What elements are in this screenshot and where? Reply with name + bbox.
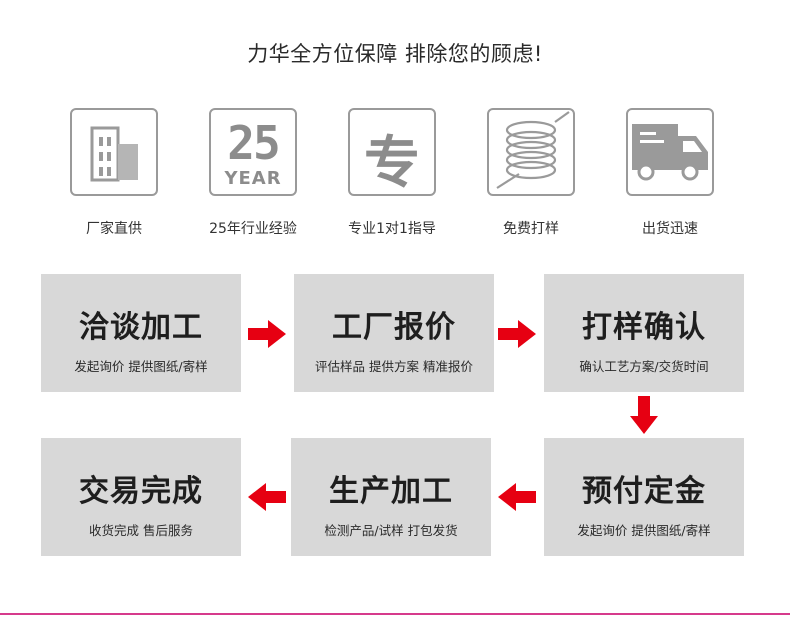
step-title: 洽谈加工: [79, 310, 203, 345]
step-subtitle: 发起询价 提供图纸/寄样: [74, 359, 208, 374]
icon-number: 25: [227, 116, 280, 170]
step-title: 预付定金: [582, 474, 706, 509]
feature-label: 25年行业经验: [209, 221, 297, 237]
step-deposit: 预付定金 发起询价 提供图纸/寄样: [544, 438, 744, 556]
step-production: 生产加工 检测产品/试样 打包发货: [291, 438, 491, 556]
feature-label: 出货迅速: [642, 221, 698, 237]
coil-icon: [487, 108, 575, 196]
feature-free-sample: 免费打样: [466, 108, 596, 238]
step-subtitle: 确认工艺方案/交货时间: [579, 359, 709, 374]
zhuan-icon: 专: [348, 108, 436, 196]
step-complete: 交易完成 收货完成 售后服务: [41, 438, 241, 556]
step-sample-confirm: 打样确认 确认工艺方案/交货时间: [544, 274, 744, 392]
arrow-left-icon: [248, 483, 286, 511]
page-title: 力华全方位保障 排除您的顾虑!: [247, 42, 543, 66]
bottom-accent-line: [0, 613, 790, 615]
building-icon: [70, 108, 158, 196]
icon-text: 专: [364, 131, 420, 196]
25-year-icon: 25 YEAR: [209, 108, 297, 196]
step-title: 工厂报价: [332, 310, 456, 345]
feature-label: 专业1对1指导: [348, 221, 436, 237]
step-subtitle: 收货完成 售后服务: [89, 523, 193, 538]
step-subtitle: 检测产品/试样 打包发货: [324, 523, 458, 538]
feature-one-on-one: 专 专业1对1指导: [327, 108, 457, 238]
feature-fast-delivery: 出货迅速: [605, 108, 735, 238]
arrow-left-icon: [498, 483, 536, 511]
arrow-right-icon: [248, 320, 286, 348]
feature-factory-direct: 厂家直供: [49, 108, 179, 238]
arrow-down-icon: [630, 396, 658, 434]
arrow-right-icon: [498, 320, 536, 348]
step-subtitle: 发起询价 提供图纸/寄样: [577, 523, 711, 538]
truck-icon: [626, 108, 714, 196]
feature-label: 厂家直供: [86, 221, 142, 237]
step-subtitle: 评估样品 提供方案 精准报价: [315, 359, 473, 374]
step-title: 生产加工: [329, 474, 453, 509]
step-title: 打样确认: [582, 310, 706, 345]
step-quote: 工厂报价 评估样品 提供方案 精准报价: [294, 274, 494, 392]
feature-label: 免费打样: [503, 221, 559, 237]
step-negotiate: 洽谈加工 发起询价 提供图纸/寄样: [41, 274, 241, 392]
feature-25-years: 25 YEAR 25年行业经验: [188, 108, 318, 238]
step-title: 交易完成: [79, 474, 203, 509]
icon-text: YEAR: [224, 168, 282, 189]
